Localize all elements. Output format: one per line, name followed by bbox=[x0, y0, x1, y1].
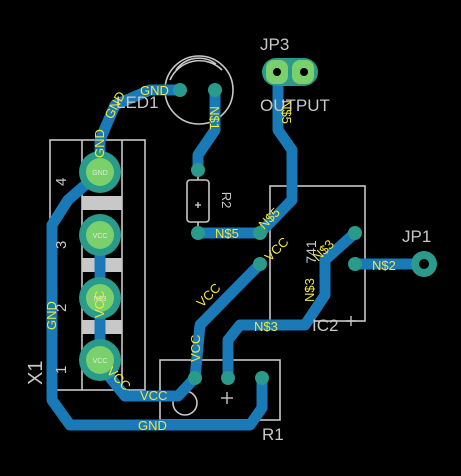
led-arc-2 bbox=[169, 59, 223, 81]
net-vcc-bottom: VCC bbox=[140, 388, 167, 403]
net-gnd-terminal: GND bbox=[92, 129, 107, 158]
trace-vcc-a bbox=[189, 258, 266, 384]
net-n3-horizontal: N$3 bbox=[254, 319, 278, 334]
terminal-pad-3-top bbox=[86, 221, 114, 249]
ic-pad-2 bbox=[253, 257, 267, 271]
led-pad-1 bbox=[173, 83, 187, 97]
jp1-label: JP1 bbox=[402, 227, 431, 246]
ic2-outline bbox=[269, 185, 366, 322]
ic-pad-8 bbox=[348, 226, 362, 240]
trace-n1 bbox=[192, 84, 221, 176]
net-n5-vertical: N$5 bbox=[279, 100, 294, 124]
ic-pad-1 bbox=[253, 226, 267, 240]
trace-gnd-loop bbox=[46, 166, 268, 431]
net-vcc-ic: VCC bbox=[262, 234, 292, 264]
r1-pad-1 bbox=[188, 371, 202, 385]
terminal-pad-texts: GND VCC N$3 VCC bbox=[92, 170, 108, 365]
r2-pad-1 bbox=[191, 163, 205, 177]
separator-1 bbox=[82, 196, 122, 210]
r2-label: R2 bbox=[219, 192, 234, 209]
terminal-pad-4-top bbox=[86, 158, 114, 186]
trace-gnd-led bbox=[94, 84, 186, 178]
ic2-label: IC2 bbox=[312, 316, 338, 335]
r2-pad-2 bbox=[191, 226, 205, 240]
markers bbox=[195, 202, 356, 404]
net-gnd-left: GND bbox=[44, 301, 59, 330]
x1-label: X1 bbox=[25, 361, 47, 385]
terminal-pad-3-label: VCC bbox=[93, 233, 108, 240]
trace-vcc-b bbox=[94, 359, 201, 402]
trace-n3 bbox=[222, 227, 361, 384]
trace-n5-b bbox=[254, 66, 298, 239]
terminal-number-2: 2 bbox=[53, 304, 70, 312]
terminal-numbers: 4 3 2 1 bbox=[53, 178, 70, 374]
pad-layer bbox=[79, 58, 437, 385]
net-n1: N$1 bbox=[207, 106, 222, 130]
terminal-number-4: 4 bbox=[53, 178, 70, 186]
terminal-number-3: 3 bbox=[53, 241, 70, 249]
net-gnd-bottom: GND bbox=[138, 418, 167, 433]
terminal-pad-2-label: N$3 bbox=[94, 296, 107, 303]
net-gnd-top: GND bbox=[140, 83, 169, 98]
jp3-hole-2 bbox=[300, 68, 308, 76]
r1-label: R1 bbox=[262, 425, 284, 444]
led-label: LED1 bbox=[116, 93, 159, 112]
terminal-pad-4-label: GND bbox=[92, 170, 108, 177]
led-pad-2 bbox=[208, 83, 222, 97]
net-vcc-between: VCC bbox=[92, 291, 107, 318]
net-n5-horizontal: N$5 bbox=[215, 226, 239, 241]
jp3-value: OUTPUT bbox=[260, 96, 330, 115]
jp3-label: JP3 bbox=[260, 35, 289, 54]
terminal-pad-1-label: VCC bbox=[93, 358, 108, 365]
net-n3-vertical: N$3 bbox=[302, 278, 317, 302]
net-n2: N$2 bbox=[372, 258, 396, 273]
jp3-hole-1 bbox=[273, 68, 281, 76]
r2-outline bbox=[186, 179, 210, 223]
net-vcc-vertical: VCC bbox=[188, 335, 203, 362]
terminal-number-1: 1 bbox=[53, 366, 70, 374]
jp1-hole bbox=[419, 259, 429, 269]
terminal-pad-2-top bbox=[86, 284, 114, 312]
terminal-pad-1-top bbox=[86, 346, 114, 374]
r1-pad-2 bbox=[221, 371, 235, 385]
r1-pad-3 bbox=[255, 371, 269, 385]
component-labels: LED1 JP3 OUTPUT R2 IC2 741 JP1 X1 R1 bbox=[25, 35, 431, 444]
ic-pad-7 bbox=[348, 257, 362, 271]
ic2-value: 741 bbox=[303, 240, 319, 264]
led-arc-1 bbox=[175, 57, 217, 71]
